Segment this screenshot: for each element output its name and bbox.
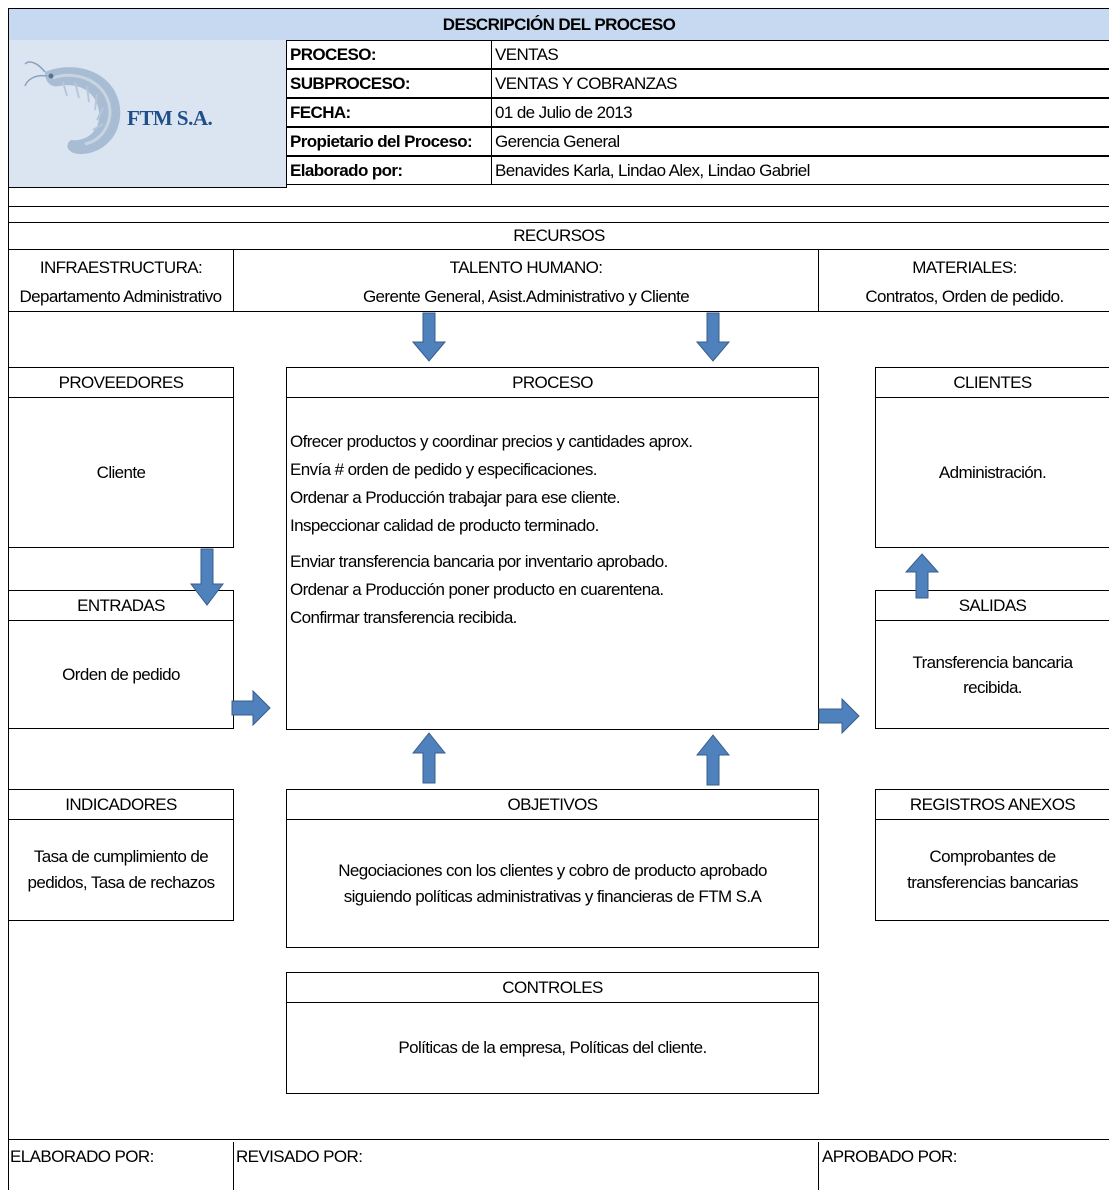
objetivos-value-line1: Negociaciones con los clientes y cobro d… (338, 860, 767, 880)
objetivos-box: Negociaciones con los clientes y cobro d… (286, 819, 819, 948)
salidas-value-line2: recibida. (963, 677, 1022, 697)
talento-label: TALENTO HUMANO: (449, 258, 603, 277)
controles-box: Políticas de la empresa, Políticas del c… (286, 1002, 819, 1094)
info-value-proceso: VENTAS (491, 40, 1109, 69)
footer-revisado: REVISADO POR: (234, 1142, 819, 1190)
proceso-box: Ofrecer productos y coordinar precios y … (286, 397, 819, 730)
divider (8, 206, 1109, 207)
indicadores-value-line2: pedidos, Tasa de rechazos (27, 873, 216, 892)
info-label-subproceso: SUBPROCESO: (286, 69, 492, 98)
arrow-right-icon (231, 690, 271, 726)
arrow-right-icon (818, 698, 860, 734)
indicadores-value-line1: Tasa de cumplimiento de (33, 847, 209, 866)
proceso-step: Enviar transferencia bancaria por invent… (290, 552, 668, 571)
footer-elaborado: ELABORADO POR: (8, 1142, 234, 1190)
proveedores-box: Cliente (8, 397, 234, 548)
company-name: FTM S.A. (127, 106, 213, 130)
salidas-box: Transferencia bancaria recibida. (875, 620, 1109, 729)
infra-label: INFRAESTRUCTURA: (39, 258, 203, 277)
salidas-value-line1: Transferencia bancaria (912, 652, 1073, 672)
talento-value: Gerente General, Asist.Administrativo y … (234, 282, 818, 312)
proveedores-value: Cliente (96, 462, 146, 482)
info-value-fecha: 01 de Julio de 2013 (491, 98, 1109, 127)
proceso-step: Envía # orden de pedido y especificacion… (290, 460, 597, 479)
page-title: DESCRIPCIÓN DEL PROCESO (8, 8, 1109, 41)
arrow-down-icon (696, 312, 730, 362)
controles-value: Políticas de la empresa, Políticas del c… (398, 1038, 707, 1057)
indicadores-header: INDICADORES (8, 789, 234, 820)
recursos-title: RECURSOS (8, 222, 1109, 250)
arrow-up-icon (696, 734, 730, 786)
entradas-value: Orden de pedido (62, 664, 180, 684)
infra-value: Departamento Administrativo (8, 282, 234, 312)
divider (818, 250, 819, 312)
entradas-box: Orden de pedido (8, 620, 234, 729)
controles-header: CONTROLES (286, 972, 819, 1003)
info-label-elaborado: Elaborado por: (286, 156, 492, 185)
proceso-step: Confirmar transferencia recibida. (290, 608, 517, 627)
proceso-header: PROCESO (286, 367, 819, 398)
info-value-elaborado: Benavides Karla, Lindao Alex, Lindao Gab… (491, 156, 1109, 185)
arrow-down-icon (190, 548, 224, 606)
proceso-step: Ordenar a Producción trabajar para ese c… (290, 488, 621, 507)
footer-divider (8, 1139, 1109, 1140)
proceso-step: Inspeccionar calidad de producto termina… (290, 516, 599, 535)
objetivos-header: OBJETIVOS (286, 789, 819, 820)
materiales-label: MATERIALES: (912, 258, 1017, 277)
clientes-header: CLIENTES (875, 367, 1109, 398)
registros-value-line2: transferencias bancarias (907, 873, 1078, 892)
registros-header: REGISTROS ANEXOS (875, 789, 1109, 820)
proceso-steps: Ofrecer productos y coordinar precios y … (290, 428, 693, 632)
shrimp-logo-icon (24, 61, 121, 155)
clientes-box: Administración. (875, 397, 1109, 548)
materiales-value: Contratos, Orden de pedido. (819, 282, 1109, 312)
arrow-up-icon (905, 553, 939, 599)
footer-aprobado: APROBADO POR: (822, 1147, 957, 1166)
registros-value-line1: Comprobantes de (929, 847, 1056, 866)
indicadores-box: Tasa de cumplimiento de pedidos, Tasa de… (8, 819, 234, 921)
arrow-up-icon (412, 732, 446, 784)
divider (233, 250, 234, 282)
info-label-propietario: Propietario del Proceso: (286, 127, 492, 156)
arrow-down-icon (412, 312, 446, 362)
proceso-step: Ofrecer productos y coordinar precios y … (290, 432, 693, 451)
proceso-step: Ordenar a Producción poner producto en c… (290, 580, 664, 599)
objetivos-value-line2: siguiendo políticas administrativas y fi… (343, 886, 762, 906)
info-value-subproceso: VENTAS Y COBRANZAS (491, 69, 1109, 98)
info-label-proceso: PROCESO: (286, 40, 492, 69)
clientes-value: Administración. (938, 462, 1047, 482)
registros-box: Comprobantes de transferencias bancarias (875, 819, 1109, 921)
info-value-propietario: Gerencia General (491, 127, 1109, 156)
info-label-fecha: FECHA: (286, 98, 492, 127)
proveedores-header: PROVEEDORES (8, 367, 234, 398)
logo-block: FTM S.A. (8, 40, 287, 188)
